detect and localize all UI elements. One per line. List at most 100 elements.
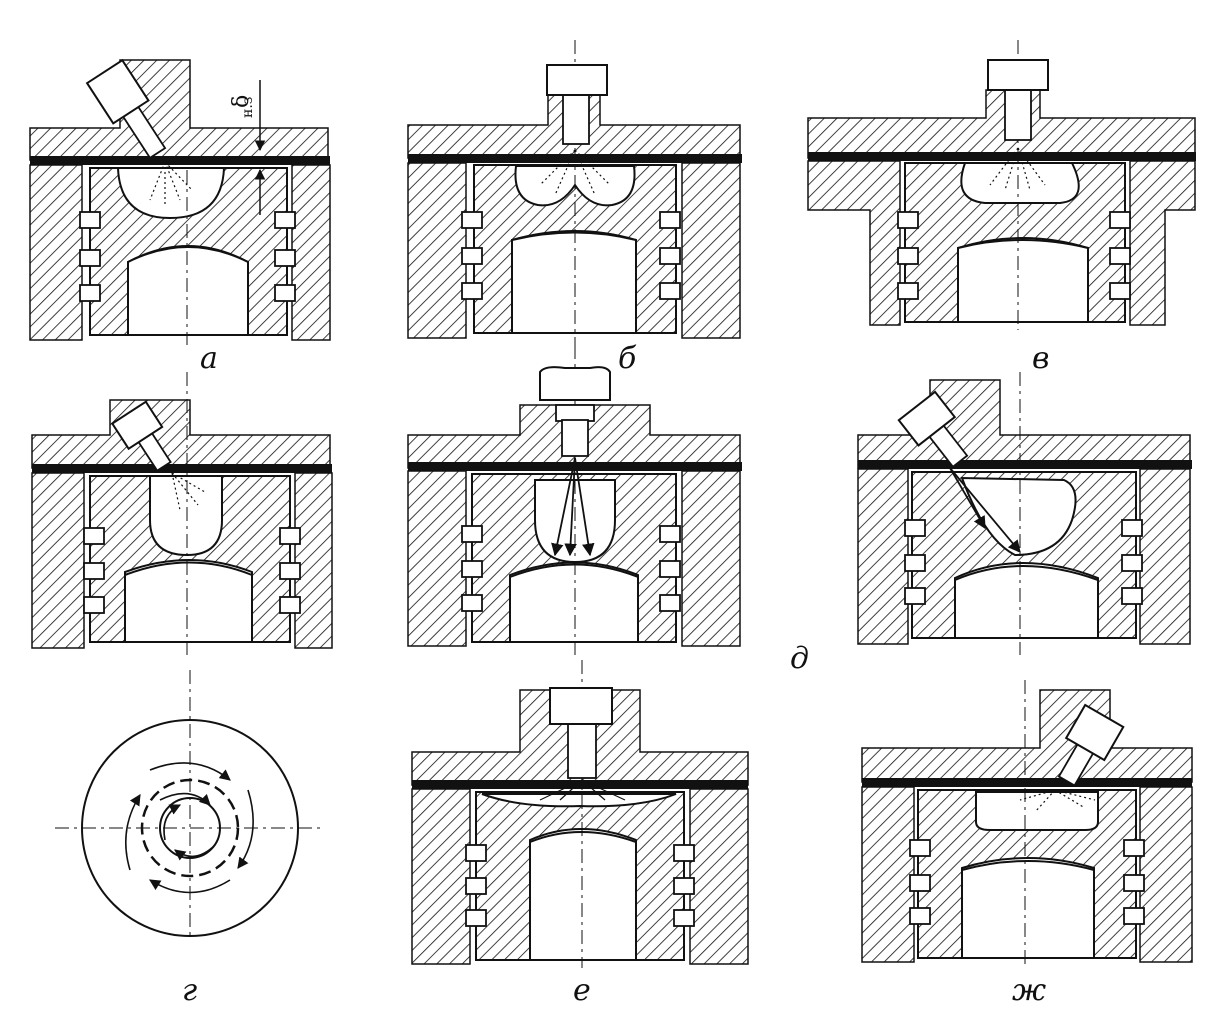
piston-bowl — [116, 167, 226, 220]
piston-ring — [79, 211, 101, 229]
piston-ring — [673, 844, 695, 862]
piston-ring — [83, 562, 105, 580]
cylinder-wall-left — [29, 164, 83, 341]
piston-ring — [904, 587, 926, 605]
head-gasket — [808, 152, 1196, 161]
panel-zh: ж — [861, 680, 1193, 1008]
head-gasket — [862, 778, 1192, 787]
injector — [549, 687, 613, 779]
piston-pin-cavity — [957, 239, 1089, 323]
piston-bowl — [975, 791, 1099, 831]
fuel-spray — [539, 149, 611, 196]
piston-pin-cavity — [954, 565, 1099, 639]
piston-ring — [274, 249, 296, 267]
label-zh: ж — [1012, 973, 1046, 1008]
head-gasket — [412, 780, 748, 789]
piston-ring — [461, 282, 483, 300]
piston-pin-cavity — [127, 246, 249, 336]
label-g: г — [182, 973, 197, 1008]
piston-bowl — [481, 793, 677, 808]
piston-ring — [465, 877, 487, 895]
cylinder-wall-right — [681, 162, 741, 339]
piston-ring — [673, 909, 695, 927]
cylinder-head — [31, 399, 331, 469]
piston-ring — [897, 247, 919, 265]
cylinder-wall-right — [291, 164, 331, 341]
piston-pin-cavity — [511, 231, 637, 334]
fuel-spray — [1019, 789, 1096, 813]
fuel-spray — [539, 779, 626, 801]
injector — [897, 390, 969, 469]
piston-ring — [1109, 282, 1131, 300]
injector — [546, 64, 608, 145]
cylinder-head — [29, 59, 329, 161]
piston-ring — [659, 247, 681, 265]
head-gasket — [858, 460, 1192, 469]
piston-ring — [274, 284, 296, 302]
piston-pin-cavity — [529, 831, 637, 961]
piston-ring — [461, 594, 483, 612]
gap-subscript: н.з — [240, 97, 256, 118]
injector — [85, 58, 167, 160]
fuel-jets — [949, 467, 1021, 553]
label-d: д — [790, 641, 809, 676]
panel-d-left — [31, 372, 333, 655]
label-b: б — [618, 341, 637, 376]
injector — [1057, 703, 1125, 787]
gap-dimension: δ н.з — [229, 80, 266, 215]
label-e: е — [573, 973, 591, 1008]
piston-ring — [79, 249, 101, 267]
piston-ring — [659, 594, 681, 612]
fuel-jets — [551, 457, 595, 557]
fuel-spray — [989, 147, 1046, 191]
piston-ring — [909, 839, 931, 857]
cylinder-head — [861, 689, 1193, 783]
panel-g: г — [55, 670, 325, 1008]
piston-ring — [279, 596, 301, 614]
piston-ring — [465, 909, 487, 927]
piston-ring — [83, 527, 105, 545]
piston-ring — [659, 525, 681, 543]
cylinder-wall-left — [411, 788, 471, 965]
panel-a: δ н.з а — [29, 58, 331, 376]
piston-bowl — [960, 162, 1080, 204]
piston-ring — [1109, 211, 1131, 229]
piston-ring — [1123, 839, 1145, 857]
piston-ring — [83, 596, 105, 614]
panel-d-right: д — [790, 372, 1192, 676]
cylinder-wall-left — [407, 470, 467, 647]
cylinder-wall-left — [861, 786, 915, 963]
panel-d-center — [407, 345, 742, 655]
piston-ring — [904, 519, 926, 537]
piston-ring — [461, 247, 483, 265]
panel-e: е — [411, 660, 749, 1008]
head-gasket — [30, 156, 330, 165]
cylinder-wall-right — [294, 472, 333, 649]
panel-b: б — [407, 40, 742, 376]
piston-ring — [659, 211, 681, 229]
swirl-arrows — [124, 762, 254, 894]
label-v: в — [1032, 341, 1049, 376]
piston-ring — [1123, 874, 1145, 892]
fuel-spray — [149, 161, 193, 205]
cylinder-wall-right — [681, 470, 741, 647]
injector — [110, 400, 172, 472]
piston-ring — [279, 527, 301, 545]
piston-ring — [461, 560, 483, 578]
injector — [539, 366, 611, 457]
piston-ring — [274, 211, 296, 229]
piston-bowl — [149, 475, 223, 557]
piston-ring — [904, 554, 926, 572]
cylinder-wall-left — [407, 162, 467, 339]
piston-ring — [461, 211, 483, 229]
head-gasket — [32, 464, 332, 473]
cylinder-wall-right — [689, 788, 749, 965]
piston-ring — [659, 560, 681, 578]
piston-ring — [461, 525, 483, 543]
cylinder-head — [807, 89, 1196, 159]
piston-ring — [1123, 907, 1145, 925]
bowl-outline — [140, 778, 240, 878]
piston-ring — [465, 844, 487, 862]
piston-ring — [1121, 587, 1143, 605]
piston-ring — [1121, 554, 1143, 572]
